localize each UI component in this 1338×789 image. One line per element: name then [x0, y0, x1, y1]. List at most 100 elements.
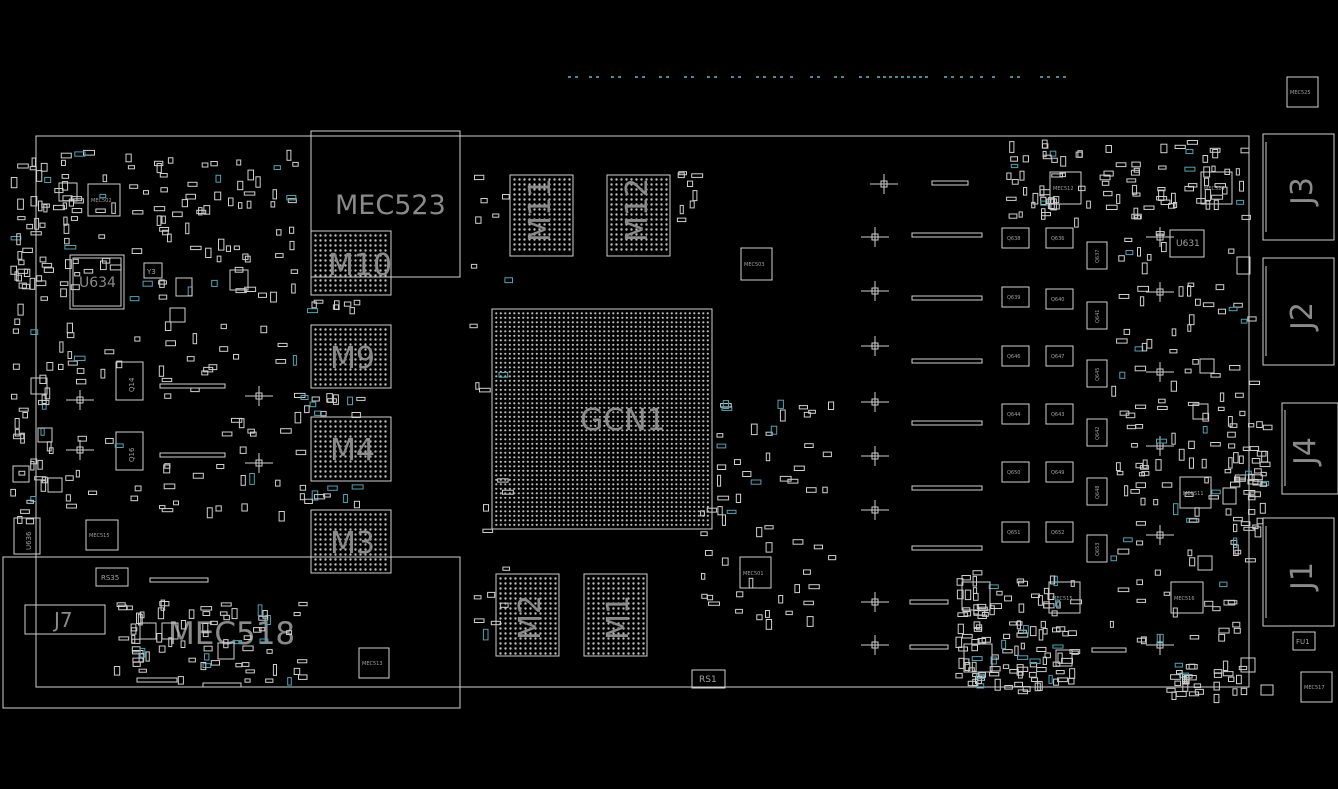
- mec523-label: MEC523: [335, 190, 446, 221]
- j2-label: J2: [1285, 302, 1320, 332]
- mec515-label: MEC515: [89, 533, 110, 539]
- m9-label: M9: [330, 341, 375, 376]
- m2-label: M2: [513, 595, 548, 640]
- m1-label: M1: [601, 595, 636, 640]
- memory-m12[interactable]: M12: [606, 174, 671, 257]
- mec501-label: MEC501: [743, 571, 764, 577]
- mec523-frame: [310, 130, 461, 278]
- q644[interactable]: Q644: [1001, 403, 1030, 425]
- rs35-label: RS35: [101, 574, 119, 582]
- svg-text:Q642: Q642: [1095, 427, 1101, 440]
- memory-m4[interactable]: M4: [310, 416, 392, 482]
- mec524-label: MEC524: [1204, 186, 1225, 192]
- top-via-row: [568, 76, 1066, 78]
- mec516-label: MEC516: [1174, 596, 1195, 602]
- q646[interactable]: Q646: [1001, 345, 1030, 367]
- q648[interactable]: Q648: [1086, 477, 1108, 506]
- j1-label: J1: [1285, 562, 1320, 592]
- q638[interactable]: Q638: [1001, 227, 1030, 249]
- j4-label: J4: [1288, 437, 1323, 467]
- mec517-label: MEC517: [1304, 685, 1325, 691]
- svg-text:Q646: Q646: [1007, 354, 1020, 360]
- svg-text:Q643: Q643: [1051, 412, 1064, 418]
- mec512-box[interactable]: MEC512: [1049, 171, 1082, 205]
- mec512-label: MEC512: [1053, 186, 1074, 192]
- memory-m1[interactable]: M1: [583, 573, 648, 657]
- m12-label: M12: [620, 178, 655, 242]
- ic-u636[interactable]: U636: [13, 517, 41, 555]
- m4-label: M4: [330, 433, 375, 468]
- mec501-box[interactable]: MEC501: [739, 556, 772, 589]
- small-components: [10, 139, 1274, 704]
- m3-label: M3: [330, 526, 375, 561]
- svg-text:Q645: Q645: [1095, 368, 1101, 381]
- mec515-box[interactable]: MEC515: [85, 519, 119, 551]
- u636-label: U636: [25, 531, 33, 550]
- resistor-rs1[interactable]: RS1: [691, 669, 726, 689]
- transistor-q16[interactable]: Q16: [115, 431, 144, 471]
- q647[interactable]: Q647: [1045, 345, 1074, 367]
- memory-m9[interactable]: M9: [310, 324, 392, 389]
- svg-text:Q649: Q649: [1051, 470, 1064, 476]
- svg-text:Q650: Q650: [1007, 470, 1020, 476]
- memory-m10[interactable]: M10: [310, 230, 392, 296]
- mec525-box[interactable]: MEC525: [1286, 76, 1319, 108]
- svg-text:Q652: Q652: [1051, 530, 1064, 536]
- q650[interactable]: Q650: [1001, 461, 1030, 483]
- q651[interactable]: Q651: [1001, 521, 1030, 543]
- q653[interactable]: Q653: [1086, 534, 1108, 563]
- svg-text:Q641: Q641: [1095, 310, 1101, 323]
- svg-text:Q639: Q639: [1007, 295, 1020, 301]
- mec525-label: MEC525: [1290, 90, 1311, 96]
- q649[interactable]: Q649: [1045, 461, 1074, 483]
- m11-label: M11: [523, 178, 558, 242]
- gcn1-label: GCN1: [580, 403, 666, 438]
- mec515b-box[interactable]: MEC515: [1048, 581, 1081, 614]
- transistor-q14[interactable]: Q14: [115, 361, 144, 401]
- svg-text:Q647: Q647: [1051, 354, 1064, 360]
- q636[interactable]: Q636: [1045, 227, 1074, 249]
- memory-m11[interactable]: M11: [509, 174, 574, 257]
- svg-text:Q651: Q651: [1007, 530, 1020, 536]
- ic-u634[interactable]: U634: [69, 254, 125, 310]
- connector-j2[interactable]: J2: [1262, 257, 1335, 366]
- q14-label: Q14: [128, 377, 136, 392]
- connector-j4[interactable]: J4: [1281, 402, 1338, 495]
- q637[interactable]: Q637: [1086, 241, 1108, 270]
- j3-label: J3: [1285, 177, 1320, 207]
- q643[interactable]: Q643: [1045, 403, 1074, 425]
- mec513-box[interactable]: MEC513: [358, 647, 390, 679]
- svg-text:Q638: Q638: [1007, 236, 1020, 242]
- mec502-box[interactable]: MEC502: [87, 183, 121, 217]
- q639[interactable]: Q639: [1001, 286, 1030, 308]
- mec503-box[interactable]: MEC503: [740, 247, 773, 281]
- j7-label: J7: [52, 608, 73, 632]
- q640[interactable]: Q640: [1045, 288, 1074, 310]
- mec524-box[interactable]: MEC524: [1200, 171, 1233, 205]
- mec517-box[interactable]: MEC517: [1300, 671, 1333, 703]
- memory-m2[interactable]: M2: [495, 573, 560, 657]
- mec518-label: MEC518: [168, 616, 295, 652]
- mec503-label: MEC503: [744, 262, 765, 268]
- u634-label: U634: [79, 275, 116, 291]
- fu1-label: FU1: [1296, 638, 1310, 646]
- connector-j3[interactable]: J3: [1262, 133, 1335, 241]
- ic-u631[interactable]: U631: [1169, 229, 1205, 258]
- q652[interactable]: Q652: [1045, 521, 1074, 543]
- memory-m3[interactable]: M3: [310, 509, 392, 574]
- fuse-fu1[interactable]: FU1: [1292, 631, 1316, 651]
- svg-text:Q644: Q644: [1007, 412, 1020, 418]
- mec518-frame: [2, 556, 461, 709]
- q641[interactable]: Q641: [1086, 301, 1108, 330]
- q645[interactable]: Q645: [1086, 359, 1108, 388]
- connector-j7[interactable]: J7: [24, 604, 106, 635]
- rs1-label: RS1: [699, 675, 717, 685]
- resistor-rs35[interactable]: RS35: [95, 567, 129, 587]
- q642[interactable]: Q642: [1086, 418, 1108, 447]
- connector-j1[interactable]: J1: [1262, 517, 1335, 627]
- mec516-box[interactable]: MEC516: [1170, 581, 1204, 614]
- gcn1-chip[interactable]: GCN1: [491, 308, 713, 530]
- svg-text:Q636: Q636: [1051, 236, 1064, 242]
- crystal-y3[interactable]: Y3: [143, 262, 163, 279]
